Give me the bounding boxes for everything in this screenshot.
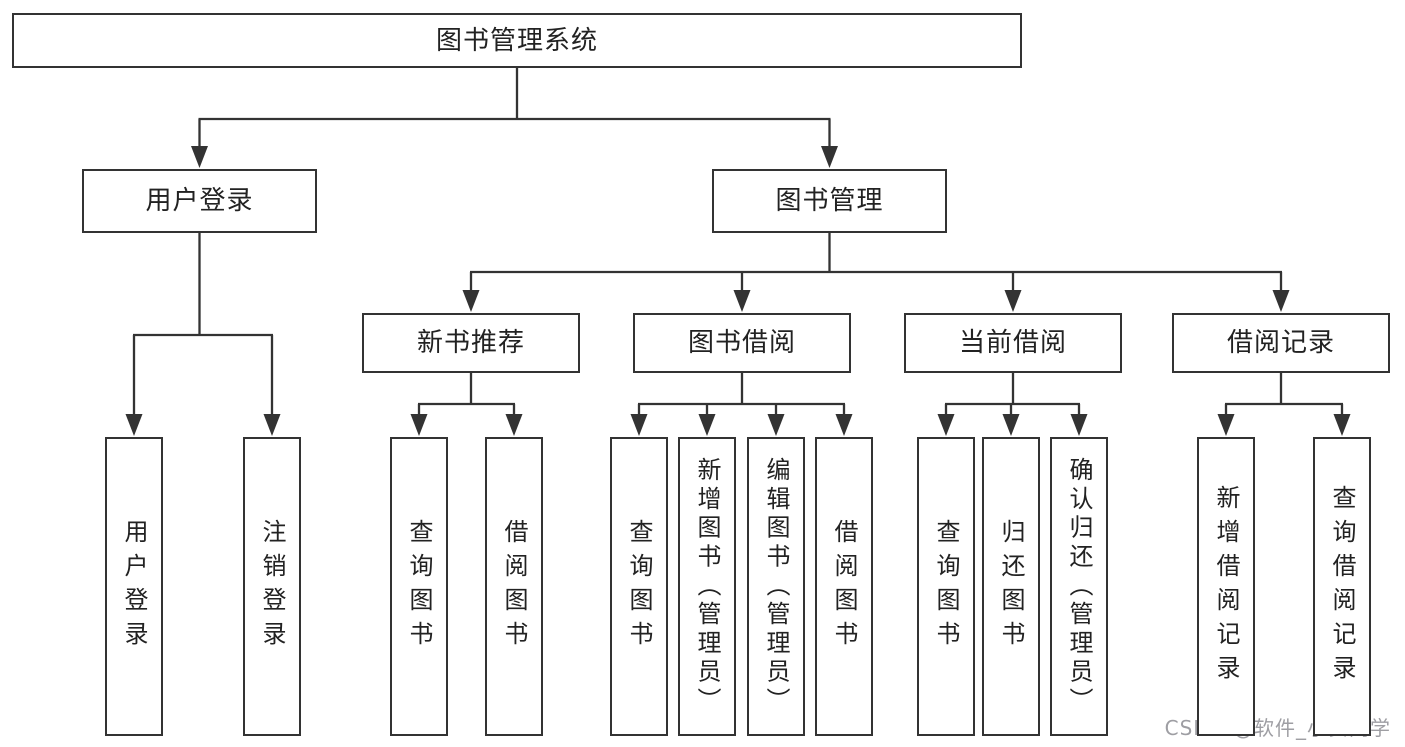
node-borrow-records: 借阅记录 <box>1172 313 1390 373</box>
node-cb-query: 查询图书 <box>917 437 975 736</box>
node-login: 用户登录 <box>105 437 163 736</box>
node-book-borrow: 图书借阅 <box>633 313 851 373</box>
node-bb-borrow: 借阅图书 <box>815 437 873 736</box>
node-logout: 注销登录 <box>243 437 301 736</box>
node-bb-query: 查询图书 <box>610 437 668 736</box>
node-root: 图书管理系统 <box>12 13 1022 68</box>
node-bb-edit: 编辑图书（管理员） <box>747 437 805 736</box>
node-cb-return: 归还图书 <box>982 437 1040 736</box>
node-current-borrow: 当前借阅 <box>904 313 1122 373</box>
node-book-mgmt: 图书管理 <box>712 169 947 233</box>
node-user-login: 用户登录 <box>82 169 317 233</box>
node-nb-borrow: 借阅图书 <box>485 437 543 736</box>
node-br-add: 新增借阅记录 <box>1197 437 1255 736</box>
node-nb-query: 查询图书 <box>390 437 448 736</box>
node-br-query: 查询借阅记录 <box>1313 437 1371 736</box>
node-new-book-rec: 新书推荐 <box>362 313 580 373</box>
node-cb-confirm: 确认归还（管理员） <box>1050 437 1108 736</box>
node-bb-add: 新增图书（管理员） <box>678 437 736 736</box>
